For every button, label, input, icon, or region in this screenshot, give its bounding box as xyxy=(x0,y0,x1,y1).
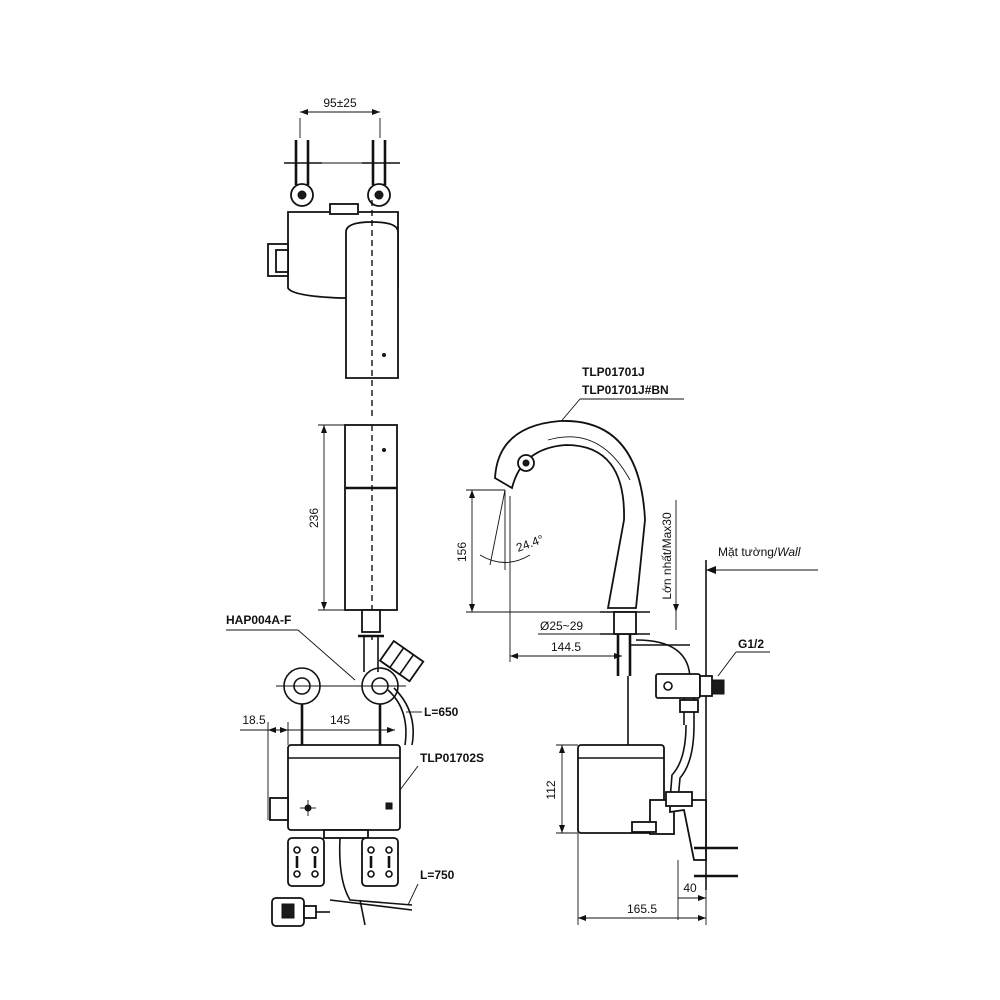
solenoid-valve xyxy=(378,639,425,683)
dim-height-side: 156 xyxy=(455,542,469,562)
power-plug xyxy=(271,897,330,927)
dim-angle: 24.4° xyxy=(514,532,545,555)
label-faucet-model-1: TLP01701J xyxy=(582,365,645,379)
dim-box-offset: 18.5 xyxy=(242,713,266,727)
label-controller-model: TLP01702S xyxy=(420,751,484,765)
label-valve-model: HAP004A-F xyxy=(226,613,291,627)
dim-height-front: 236 xyxy=(307,508,321,528)
side-view: TLP01701J TLP01701J#BN 156 24.4° Lớn nhấ… xyxy=(455,365,818,925)
label-faucet-model-2: TLP01701J#BN xyxy=(582,383,669,397)
dim-box-width: 145 xyxy=(330,713,350,727)
dim-max-thickness: Lớn nhất/Max30 xyxy=(660,512,674,600)
label-hose-750: L=750 xyxy=(420,868,455,882)
wall-bracket xyxy=(669,799,707,861)
gooseneck-spout xyxy=(494,420,646,609)
connector-left xyxy=(287,837,325,887)
dim-hole-diameter: Ø25~29 xyxy=(540,619,583,633)
spout-front xyxy=(344,424,398,611)
mount-rod-left xyxy=(284,140,322,207)
dim-wall-bracket: 40 xyxy=(683,881,697,895)
connector-right xyxy=(361,837,399,887)
dim-wall-distance: 165.5 xyxy=(627,902,657,916)
top-view: 95±25 xyxy=(267,96,400,420)
mount-rod-right xyxy=(362,140,400,207)
dim-mount-spacing: 95±25 xyxy=(323,96,357,110)
dim-box-height: 112 xyxy=(544,780,558,799)
angle-valve xyxy=(655,673,725,725)
label-hose-650: L=650 xyxy=(424,705,459,719)
dim-spout-reach: 144.5 xyxy=(551,640,581,654)
front-view: 236 HAP004A-F L=650 xyxy=(226,424,484,927)
control-box-side xyxy=(577,744,665,834)
label-thread: G1/2 xyxy=(738,637,764,651)
label-wall: Mặt tường/Wall xyxy=(718,545,801,559)
